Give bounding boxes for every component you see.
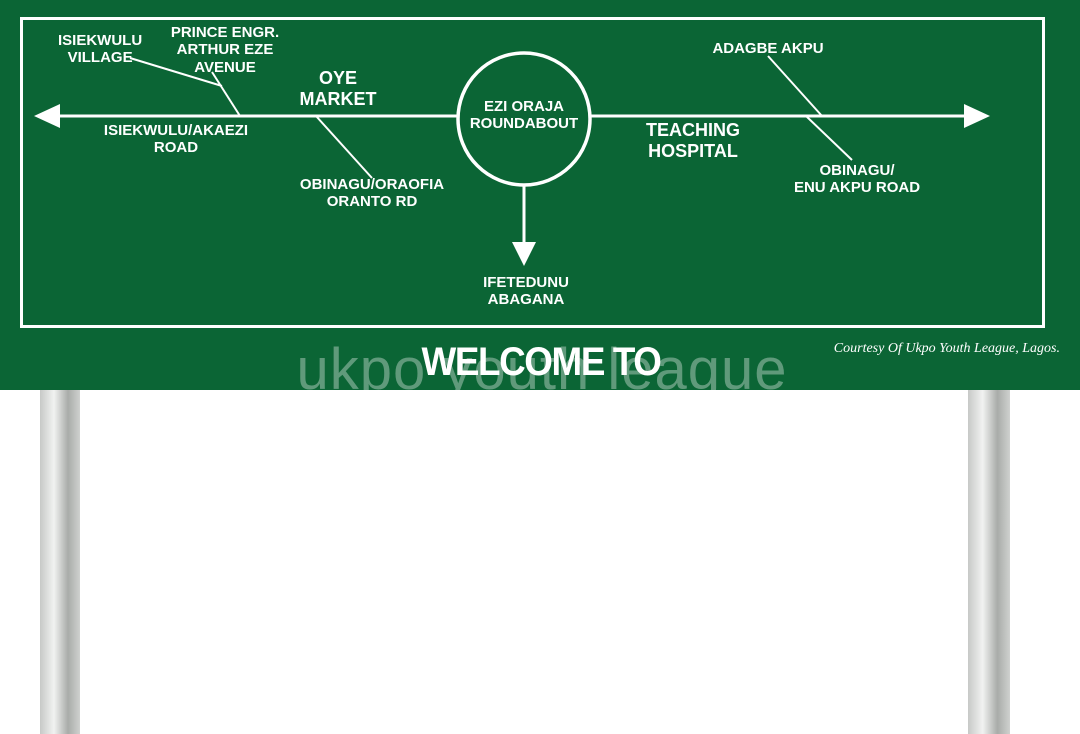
label-ifetedunu-abagana: IFETEDUNU ABAGANA bbox=[483, 274, 569, 309]
label-obinagu-oraofia-oranto-rd: OBINAGU/ORAOFIA ORANTO RD bbox=[299, 176, 445, 211]
welcome-heading: WELCOME TO UKPO bbox=[421, 340, 661, 428]
sign-inner-frame bbox=[20, 17, 1045, 328]
left-sign-pole bbox=[40, 390, 80, 734]
road-map-diagram bbox=[34, 51, 990, 266]
label-prince-arthur-eze-avenue: PRINCE ENGR. ARTHUR EZE AVENUE bbox=[170, 24, 280, 76]
label-obinagu-enu-akpu-road: OBINAGU/ ENU AKPU ROAD bbox=[793, 162, 921, 197]
label-adagbe-akpu: ADAGBE AKPU bbox=[712, 40, 824, 57]
leader-line-adagbe bbox=[767, 55, 823, 117]
leader-line-prince-arthur bbox=[211, 71, 241, 117]
label-isiekwulu-akaezi-road: ISIEKWULU/AKAEZI ROAD bbox=[103, 122, 249, 157]
west-arrowhead bbox=[34, 104, 60, 128]
leader-line-obinagu-oraofia bbox=[315, 115, 373, 179]
courtesy-credit: Courtesy Of Ukpo Youth League, Lagos. bbox=[833, 341, 1060, 356]
south-arrowhead bbox=[512, 242, 536, 266]
label-teaching-hospital: TEACHING HOSPITAL bbox=[646, 120, 740, 161]
leader-line-obinagu-enu-akpu bbox=[805, 115, 853, 161]
label-ezi-oraja-roundabout: EZI ORAJA ROUNDABOUT bbox=[469, 98, 579, 133]
east-arrowhead bbox=[964, 104, 990, 128]
right-sign-pole bbox=[968, 390, 1010, 734]
leader-line-isiekwulu-village bbox=[129, 57, 223, 87]
label-oye-market: OYE MARKET bbox=[299, 68, 377, 109]
label-isiekwulu-village: ISIEKWULU VILLAGE bbox=[58, 32, 143, 67]
road-sign-board: ISIEKWULU VILLAGE PRINCE ENGR. ARTHUR EZ… bbox=[0, 0, 1080, 390]
